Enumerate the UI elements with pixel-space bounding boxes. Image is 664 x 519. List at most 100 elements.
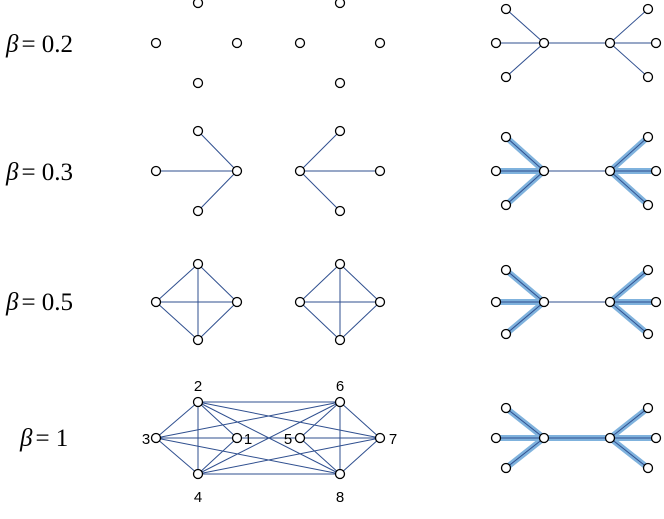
node-6-row-1 [334, 0, 346, 9]
tree-node-row-1 [500, 71, 512, 83]
tree-node-row-3 [500, 264, 512, 276]
node-label-5: 5 [284, 431, 292, 448]
node-label-6: 6 [336, 378, 344, 395]
edge-row-4 [197, 401, 381, 439]
edge-row-3 [339, 263, 381, 303]
edge-row-2 [299, 130, 341, 172]
node-label-8: 8 [336, 489, 344, 506]
tree-node-row-4 [500, 402, 512, 414]
node-label-3: 3 [142, 431, 150, 448]
label-layer: β= 0.2 β= 0.3 β= 0.5 β= 1 2 3 1 4 6 5 7 … [5, 31, 397, 506]
tree-node-row-4 [642, 402, 654, 414]
edge-row-4 [299, 437, 341, 475]
edge-row-4 [197, 401, 238, 439]
beta-value: = 1 [35, 425, 68, 452]
edge-row-4 [197, 401, 341, 475]
tree-node-row-2 [500, 199, 512, 211]
node-7-row-3 [374, 296, 386, 308]
tree-node-row-1 [538, 37, 550, 49]
tree-node-row-1 [650, 37, 662, 49]
edge-row-3 [155, 263, 199, 303]
edge-row-4 [197, 437, 381, 475]
tree-edge-row-1 [505, 8, 545, 44]
node-1-row-3 [231, 296, 243, 308]
node-label-1: 1 [244, 431, 252, 448]
tree-node-row-1 [500, 3, 512, 15]
node-1-row-4 [231, 432, 243, 444]
beta-symbol: β [19, 425, 33, 452]
tree-node-row-1 [490, 37, 502, 49]
node-4-row-3 [192, 334, 204, 346]
node-7-row-1 [374, 37, 386, 49]
node-8-row-2 [334, 205, 346, 217]
edge-row-3 [339, 301, 381, 341]
tree-node-row-3 [642, 264, 654, 276]
tree-node-row-4 [650, 432, 662, 444]
tree-node-row-2 [604, 165, 616, 177]
edge-row-4 [339, 437, 381, 475]
edge-row-4 [197, 437, 238, 475]
node-3-row-1 [150, 37, 162, 49]
edge-row-4 [155, 401, 341, 439]
tree-node-row-2 [642, 199, 654, 211]
beta-label-row-3: β= 0.5 [5, 289, 73, 316]
tree-node-row-2 [490, 165, 502, 177]
tree-node-row-1 [642, 71, 654, 83]
tree-edge-row-2 [505, 170, 545, 206]
beta-value: = 0.5 [21, 289, 73, 316]
node-1-row-1 [231, 37, 243, 49]
node-label-7: 7 [389, 431, 397, 448]
beta-symbol: β [5, 159, 19, 186]
edge-row-4 [155, 401, 199, 439]
tree-edge-row-4 [505, 437, 545, 469]
edge-row-4 [155, 437, 199, 475]
tree-edge-row-3 [609, 301, 649, 335]
tree-edge-row-3 [609, 269, 649, 303]
node-2-row-3 [192, 258, 204, 270]
tree-node-row-3 [490, 296, 502, 308]
tree-node-row-2 [538, 165, 550, 177]
tree-node-row-2 [642, 131, 654, 143]
tree-edge-row-1 [609, 8, 649, 44]
tree-node-row-4 [538, 432, 550, 444]
tree-node-row-2 [500, 131, 512, 143]
node-6-row-3 [334, 258, 346, 270]
tree-node-row-1 [642, 3, 654, 15]
beta-symbol: β [5, 289, 19, 316]
node-label-2: 2 [194, 378, 202, 395]
edge-row-3 [197, 263, 238, 303]
tree-node-row-4 [500, 462, 512, 474]
tree-node-row-4 [490, 432, 502, 444]
beta-value: = 0.3 [21, 159, 73, 186]
tree-edge-row-2 [505, 136, 545, 172]
tree-node-row-3 [538, 296, 550, 308]
tree-edge-row-3 [505, 269, 545, 303]
tree-node-row-3 [642, 328, 654, 340]
tree-node-row-1 [604, 37, 616, 49]
edge-row-4 [155, 437, 341, 475]
node-5-row-4 [294, 432, 306, 444]
node-7-row-4 [374, 432, 386, 444]
tree-edge-row-1 [609, 42, 649, 78]
edge-row-3 [299, 301, 341, 341]
tree-node-row-3 [604, 296, 616, 308]
beta-label-row-4: β= 1 [19, 425, 68, 452]
node-5-row-1 [294, 37, 306, 49]
tree-node-row-4 [604, 432, 616, 444]
edge-row-4 [339, 401, 381, 439]
edge-row-3 [299, 263, 341, 303]
node-4-row-4 [192, 468, 204, 480]
node-4-row-2 [192, 205, 204, 217]
node-6-row-2 [334, 125, 346, 137]
node-2-row-1 [192, 0, 204, 9]
tree-edge-row-2 [609, 170, 649, 206]
beta-label-row-2: β= 0.3 [5, 159, 73, 186]
node-3-row-4 [150, 432, 162, 444]
beta-value: = 0.2 [21, 31, 73, 58]
node-3-row-3 [150, 296, 162, 308]
node-8-row-3 [334, 334, 346, 346]
node-4-row-1 [192, 77, 204, 89]
node-6-row-4 [334, 396, 346, 408]
node-1-row-2 [231, 165, 243, 177]
